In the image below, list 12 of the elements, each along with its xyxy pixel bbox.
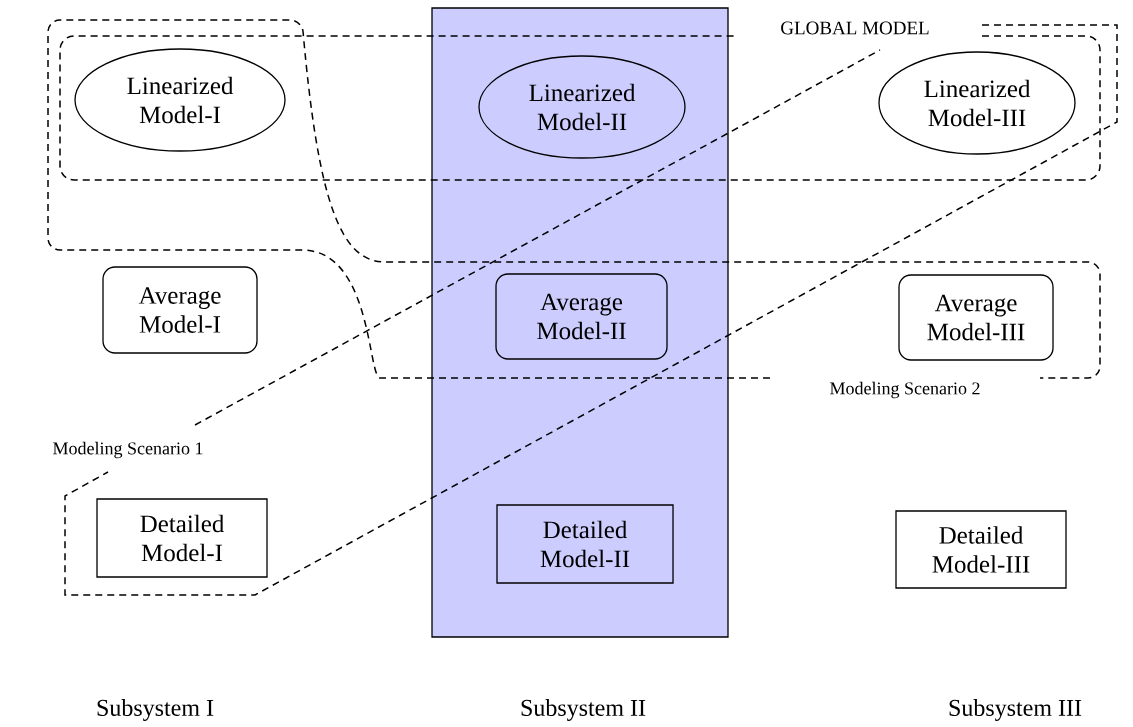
model-box: Average Model-III xyxy=(898,274,1054,361)
model-box: Detailed Model-I xyxy=(96,498,268,578)
model-box: Detailed Model-III xyxy=(895,510,1067,589)
model-box: Detailed Model-II xyxy=(496,504,674,584)
column-label: Subsystem III xyxy=(949,699,1082,721)
column-label: Subsystem II xyxy=(521,699,646,721)
model-box: Average Model-II xyxy=(495,273,668,360)
scenario-label: Modeling Scenario 2 xyxy=(830,381,980,399)
scenario-label: Modeling Scenario 1 xyxy=(53,441,203,459)
scenario-label: GLOBAL MODEL xyxy=(781,21,929,35)
model-box: Average Model-I xyxy=(102,266,258,354)
column-label: Subsystem I xyxy=(97,699,214,721)
